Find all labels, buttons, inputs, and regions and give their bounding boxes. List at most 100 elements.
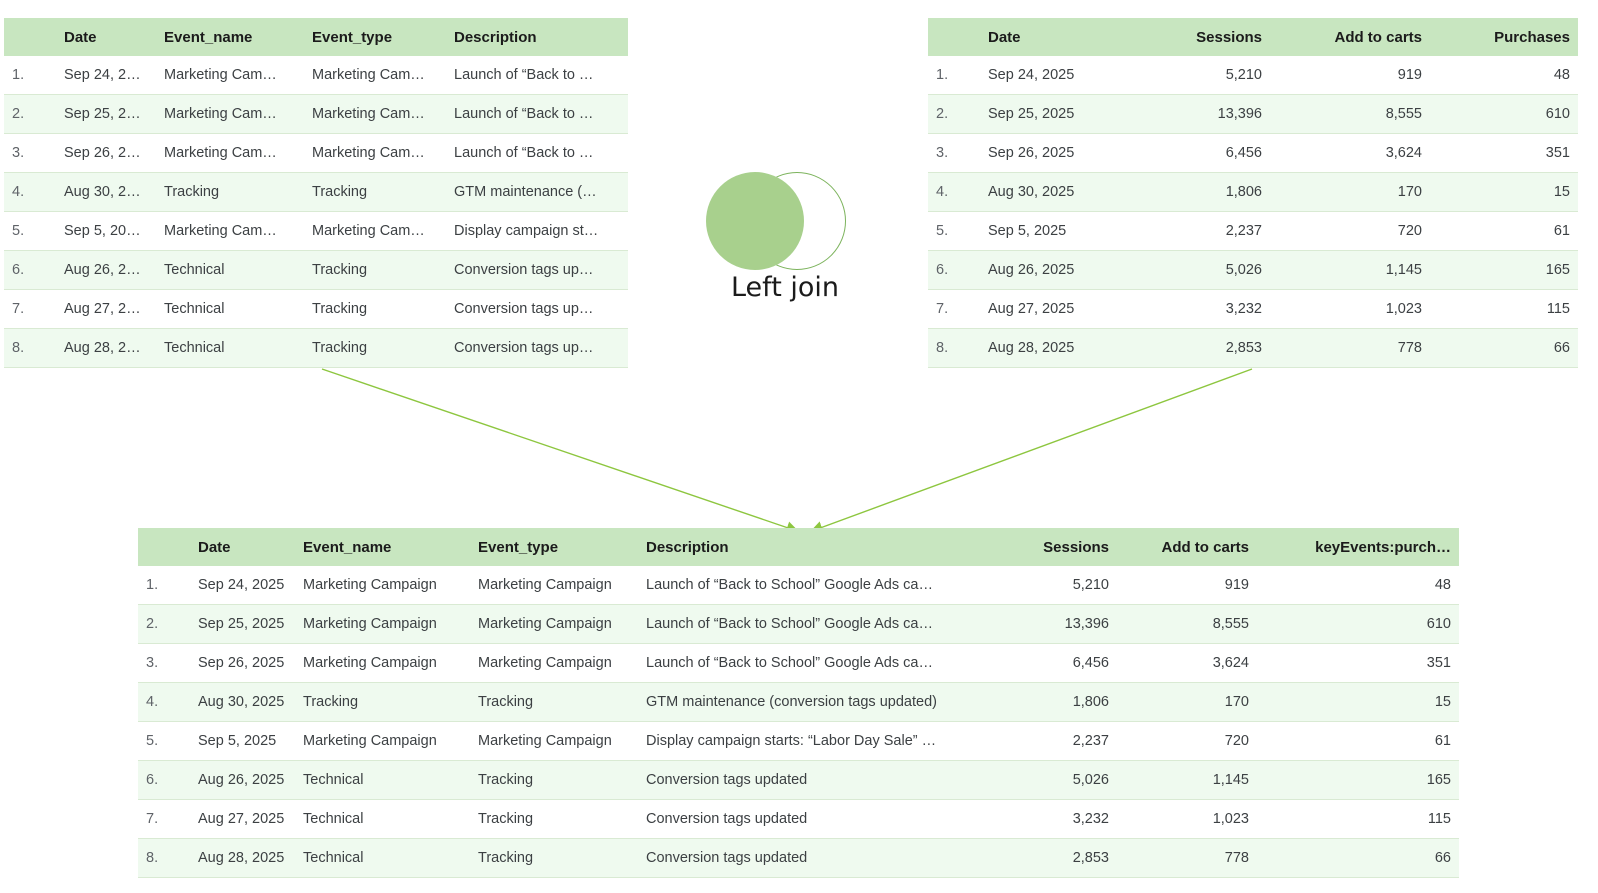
cell-event-type: Tracking [304,250,446,290]
column-header-sessions[interactable]: Sessions [985,528,1117,566]
cell-description: Launch of “Back to School” Google Ads ca… [646,577,933,593]
cell-purchases: 610 [1257,604,1459,644]
cell-index: 8. [4,328,56,368]
cell-date: Sep 24, 2… [64,67,141,83]
cell-index: 6. [928,250,980,290]
column-header-date[interactable]: Date [56,18,156,56]
column-header-date[interactable]: Date [190,528,295,566]
cell-index: 7. [146,811,159,827]
column-header-description[interactable]: Description [638,528,985,566]
cell-purchases: 351 [1545,145,1570,161]
column-header-key-events-purchases[interactable]: keyEvents:purch… [1257,528,1459,566]
column-header-event-name[interactable]: Event_name [156,18,304,56]
column-header-add-to-carts[interactable]: Add to carts [1117,528,1257,566]
table-row[interactable]: 3.Sep 26, 2…Marketing Cam…Marketing Cam…… [4,133,628,173]
cell-index: 3. [12,145,25,161]
metrics-table[interactable]: Date Sessions Add to carts Purchases 1.S… [928,18,1578,368]
cell-index: 7. [12,301,25,317]
cell-sessions: 5,026 [1120,250,1270,290]
cell-index: 8. [928,328,980,368]
column-header-index[interactable] [4,18,56,56]
cell-event-name: Technical [156,250,304,290]
cell-description: Launch of “Back to … [446,94,628,134]
cell-event-name: Marketing Campaign [303,655,437,671]
column-header-index[interactable] [138,528,190,566]
cell-index: 2. [4,94,56,134]
table-row[interactable]: 1.Sep 24, 2…Marketing Cam…Marketing Cam…… [4,56,628,95]
cell-date: Aug 27, 2025 [198,811,285,827]
joined-table[interactable]: Date Event_name Event_type Description S… [138,528,1459,878]
cell-sessions: 5,210 [1072,577,1109,593]
cell-date: Aug 27, 2… [64,301,141,317]
column-header-event-type[interactable]: Event_type [470,528,638,566]
cell-date: Sep 26, 2025 [988,145,1075,161]
table-body: 1.Sep 24, 2…Marketing Cam…Marketing Cam…… [4,56,628,368]
cell-event-name: Marketing Cam… [164,67,277,83]
cell-add-to-carts: 8,555 [1117,604,1257,644]
cell-index: 5. [146,733,159,749]
column-header-date[interactable]: Date [980,18,1120,56]
venn-left-circle-icon [706,172,804,270]
table-row[interactable]: 5.Sep 5, 20…Marketing Cam…Marketing Cam…… [4,211,628,251]
table-header-row: Date Sessions Add to carts Purchases [928,18,1578,56]
cell-purchases: 165 [1430,250,1578,290]
column-header-description[interactable]: Description [446,18,628,56]
table-header-row: Date Event_name Event_type Description S… [138,528,1459,566]
cell-sessions: 13,396 [1120,94,1270,134]
column-header-purchases[interactable]: Purchases [1430,18,1578,56]
cell-index: 6. [4,250,56,290]
cell-description: GTM maintenance (conversion tags updated… [638,682,985,722]
events-table[interactable]: Date Event_name Event_type Description 1… [4,18,628,368]
cell-add-to-carts: 3,624 [1212,655,1249,671]
cell-add-to-carts: 919 [1397,67,1422,83]
column-header-event-type[interactable]: Event_type [304,18,446,56]
cell-index: 2. [138,604,190,644]
cell-purchases: 610 [1430,94,1578,134]
table-row[interactable]: 2.Sep 25, 2…Marketing Cam…Marketing Cam…… [4,94,628,134]
cell-add-to-carts: 170 [1117,682,1257,722]
cell-add-to-carts: 170 [1270,172,1430,212]
cell-event-name: Technical [303,811,364,827]
cell-date: Sep 25, 2025 [190,604,295,644]
cell-event-type: Marketing Cam… [312,145,425,161]
cell-purchases: 15 [1430,172,1578,212]
column-header-index[interactable] [928,18,980,56]
cell-event-name: Technical [156,328,304,368]
cell-event-type: Tracking [470,838,638,878]
column-header-sessions[interactable]: Sessions [1120,18,1270,56]
cell-date: Sep 5, 2025 [988,223,1067,239]
cell-add-to-carts: 3,624 [1385,145,1422,161]
column-header-add-to-carts[interactable]: Add to carts [1270,18,1430,56]
venn-label: Left join [730,272,839,303]
cell-date: Aug 28, 2025 [190,838,295,878]
cell-sessions: 6,456 [1072,655,1109,671]
cell-date: Sep 5, 20… [64,223,141,239]
cell-date: Aug 28, 2025 [980,328,1120,368]
cell-event-type: Marketing Cam… [312,223,425,239]
cell-sessions: 3,232 [1072,811,1109,827]
cell-description: Launch of “Back to School” Google Ads ca… [646,655,933,671]
cell-sessions: 1,806 [1120,172,1270,212]
column-header-event-name[interactable]: Event_name [295,528,470,566]
